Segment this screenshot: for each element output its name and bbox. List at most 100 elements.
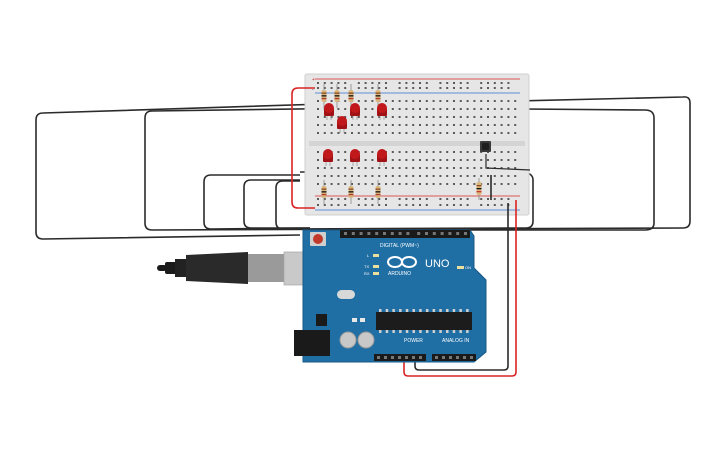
chip-pin <box>392 330 395 333</box>
chip-pin <box>392 309 395 312</box>
arduino-logo-icon <box>387 256 417 268</box>
top-resistors[interactable] <box>321 84 381 108</box>
chip-pin <box>405 309 409 312</box>
reset-button[interactable] <box>313 234 323 244</box>
ground-wire[interactable] <box>414 203 509 371</box>
capacitor-2 <box>357 331 375 349</box>
power-pin <box>398 356 401 359</box>
digital-pin <box>344 232 347 235</box>
usb-cable[interactable] <box>157 251 309 286</box>
chip-pin <box>452 309 456 312</box>
top-resistor-2[interactable] <box>334 84 340 108</box>
voltage-regulator <box>316 314 327 326</box>
digital-pin <box>351 232 355 235</box>
power-pin <box>405 356 408 359</box>
chip-pin <box>466 309 469 312</box>
digital-header-label: DIGITAL (PWM~) <box>380 243 419 249</box>
pulldown-resistor[interactable] <box>476 178 482 200</box>
chip-pin <box>432 330 436 333</box>
led-tx <box>373 265 379 268</box>
digital-pin <box>383 232 386 235</box>
breadboard-short-wires[interactable] <box>485 154 531 200</box>
top-resistor-1[interactable] <box>321 84 327 108</box>
top-led-1[interactable] <box>324 103 334 120</box>
smd-part-2 <box>360 318 365 322</box>
led-on <box>457 266 464 269</box>
atmega-chip <box>376 312 472 330</box>
chip-pin <box>439 330 442 333</box>
chip-pin <box>446 309 449 312</box>
led-l-label: L <box>367 253 370 258</box>
chip-pin <box>446 330 449 333</box>
bottom-resistor-1[interactable] <box>321 180 327 204</box>
chip-pin <box>419 309 422 312</box>
top-leds[interactable] <box>324 103 387 133</box>
digital-pin <box>448 232 452 235</box>
power-wires-red[interactable] <box>291 87 517 377</box>
bottom-led-1[interactable] <box>323 149 333 166</box>
chip-pin <box>385 330 389 333</box>
top-resistor-3[interactable] <box>348 84 354 108</box>
chip-pin <box>399 330 402 333</box>
chip-pin <box>439 309 442 312</box>
smd-part-1 <box>352 318 357 322</box>
chip-pin <box>459 330 462 333</box>
top-led-3[interactable] <box>350 103 360 120</box>
led-on-label: ON <box>465 265 471 270</box>
wire-loop-1 <box>35 102 356 240</box>
wire-loop-6 <box>275 171 534 230</box>
chip-pin <box>412 330 415 333</box>
wire-loop-4 <box>203 174 311 230</box>
power-pin <box>391 356 394 359</box>
chip-pin <box>459 309 462 312</box>
led-rx-label: RX <box>364 271 370 276</box>
bottom-leds[interactable] <box>323 149 387 166</box>
analog-pin <box>463 356 466 359</box>
chip-pin <box>425 330 429 333</box>
bottom-led-2[interactable] <box>350 149 360 166</box>
analog-header[interactable] <box>432 354 476 361</box>
analog-header-label: ANALOG IN <box>442 338 470 344</box>
digital-pin <box>417 232 421 235</box>
chip-pin <box>379 330 382 333</box>
arduino-uno-board[interactable]: DIGITAL (PWM~) L TX RX ARDUINO UNO ON <box>294 229 487 363</box>
chip-pin <box>385 309 389 312</box>
power-pin <box>377 356 380 359</box>
wire-loop-5 <box>243 179 310 229</box>
bottom-resistor-3[interactable] <box>375 180 381 204</box>
led-rx <box>373 272 379 275</box>
power-jack[interactable] <box>294 330 330 356</box>
chip-pin <box>432 309 436 312</box>
capacitor-1 <box>339 331 357 349</box>
loop-wires[interactable] <box>35 96 691 240</box>
bottom-led-3[interactable] <box>377 149 387 166</box>
chip-pin <box>466 330 469 333</box>
analog-pin <box>456 356 459 359</box>
chip-pin <box>405 330 409 333</box>
rail-minus-label: - <box>312 87 314 93</box>
power-pin <box>384 356 387 359</box>
wire-button-sig <box>485 154 531 171</box>
rail-plus-label: + <box>312 77 315 83</box>
digital-pin <box>440 232 444 235</box>
digital-header[interactable] <box>340 230 470 238</box>
power-header-label: POWER <box>404 338 423 344</box>
power-pin <box>412 356 415 359</box>
bottom-resistors[interactable] <box>321 180 381 204</box>
breadboard-holes <box>317 82 517 206</box>
pushbutton[interactable] <box>480 141 491 152</box>
chip-pin <box>399 309 402 312</box>
top-led-4[interactable] <box>377 103 387 120</box>
digital-pin <box>359 232 363 235</box>
analog-pin <box>470 356 473 359</box>
board-name: UNO <box>425 258 450 270</box>
analog-pin <box>435 356 438 359</box>
bottom-resistor-2[interactable] <box>348 180 354 204</box>
top-resistor-4[interactable] <box>375 84 381 108</box>
top-led-2[interactable] <box>337 116 347 133</box>
led-l <box>373 254 379 257</box>
chip-pin <box>412 309 415 312</box>
wire-gnd <box>414 203 509 371</box>
